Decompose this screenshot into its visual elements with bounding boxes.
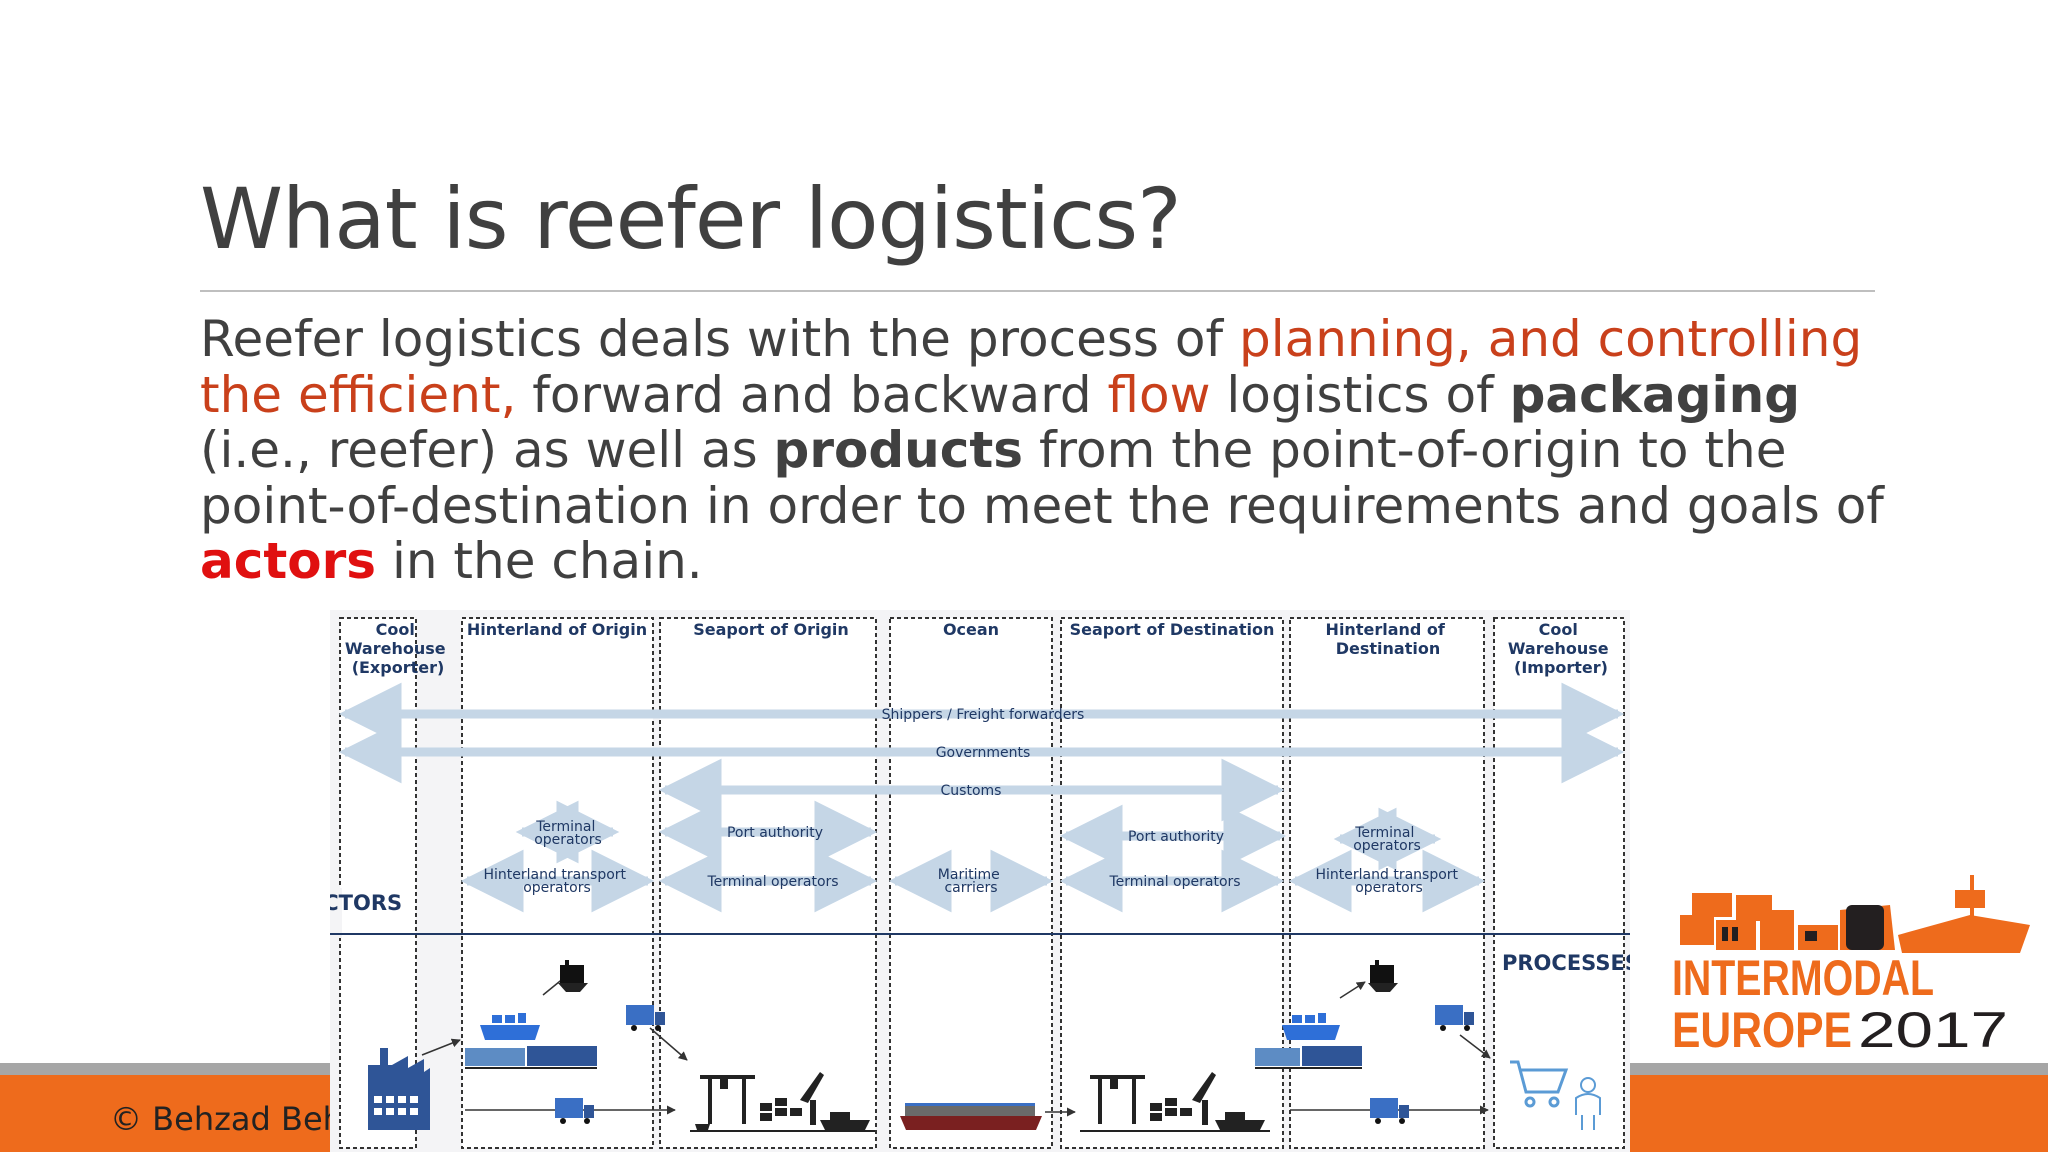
person-icon: [1575, 1077, 1601, 1130]
label-hinterland-transport-destination: Hinterland transport operators: [1316, 867, 1463, 896]
shopping-cart-icon: [1510, 1060, 1569, 1108]
train-icon: [1255, 1046, 1362, 1069]
title-divider: [200, 290, 1875, 292]
copyright-notice: © Behzad Behe: [110, 1100, 363, 1138]
text-segment-red: actors: [200, 532, 377, 590]
label-maritime-carriers: Maritime carriers: [938, 867, 1004, 896]
crane-icon: [558, 960, 588, 992]
label-terminal-operators-seaport-origin: Terminal operators: [706, 874, 838, 890]
text-segment: (i.e., reefer) as well as: [200, 421, 774, 479]
factory-icon: [368, 1048, 430, 1130]
axis-label-processes: PROCESSES: [1502, 951, 1630, 975]
column-header-hinterland-destination: Hinterland of Destination: [1326, 620, 1451, 658]
text-segment: from the point-of-origin to the point-of…: [200, 421, 1884, 535]
text-segment: forward and backward: [516, 365, 1108, 424]
cargo-ship-icon: [480, 1013, 540, 1040]
label-port-authority-origin: Port authority: [727, 825, 823, 841]
label-terminal-operators-seaport-destination: Terminal operators: [1108, 874, 1240, 890]
column-header-seaport-destination: Seaport of Destination: [1070, 620, 1275, 639]
train-icon: [465, 1046, 597, 1069]
column-header-seaport-origin: Seaport of Origin: [693, 620, 849, 639]
text-segment-bold: packaging: [1509, 365, 1801, 424]
label-customs: Customs: [941, 783, 1002, 799]
column-header-ocean: Ocean: [943, 620, 999, 639]
label-hinterland-transport-origin: Hinterland transport operators: [484, 867, 631, 896]
label-shippers: Shippers / Freight forwarders: [882, 707, 1085, 723]
column-header-cool-warehouse-importer: Cool Warehouse (Importer): [1508, 620, 1614, 677]
supply-chain-diagram: Cool Warehouse (Exporter) Hinterland of …: [330, 610, 1630, 1152]
text-segment: logistics of: [1210, 365, 1510, 424]
logo-line-europe: EUROPE: [1672, 1002, 1852, 1055]
text-segment-bold: products: [773, 421, 1024, 479]
text-segment: in the chain.: [376, 532, 703, 590]
truck-icon: [626, 1005, 665, 1031]
text-segment-accent: planning, and controlling the efficient,: [200, 310, 1863, 424]
container-vessel-icon: [900, 1103, 1042, 1130]
axis-label-actors: ACTORS: [330, 891, 402, 915]
definition-paragraph: Reefer logistics deals with the process …: [200, 310, 1920, 590]
column-header-cool-warehouse-exporter: Cool Warehouse (Exporter): [345, 620, 451, 677]
label-terminal-operators-destination: Terminal operators: [1353, 825, 1421, 854]
truck-icon: [1435, 1005, 1474, 1031]
text-segment-accent: flow: [1107, 365, 1211, 424]
slide-title: What is reefer logistics?: [200, 170, 1182, 268]
crane-icon: [1368, 960, 1398, 992]
truck-icon: [1370, 1098, 1409, 1124]
column-header-hinterland-origin: Hinterland of Origin: [467, 620, 647, 639]
logo-line-intermodal: INTERMODAL: [1672, 950, 1934, 1006]
label-terminal-operators-origin: Terminal operators: [534, 819, 602, 848]
truck-icon: [555, 1098, 594, 1124]
text-segment: Reefer logistics deals with the process …: [200, 310, 1239, 368]
cargo-ship-icon: [1282, 1013, 1340, 1040]
logo-year: 2017: [1858, 1002, 2008, 1055]
label-port-authority-destination: Port authority: [1128, 829, 1224, 845]
container-terminal-icon: [690, 1072, 875, 1132]
intermodal-europe-logo: INTERMODAL EUROPE 2017: [1672, 875, 2030, 1055]
label-governments: Governments: [936, 745, 1031, 761]
container-terminal-icon: [1080, 1072, 1270, 1132]
